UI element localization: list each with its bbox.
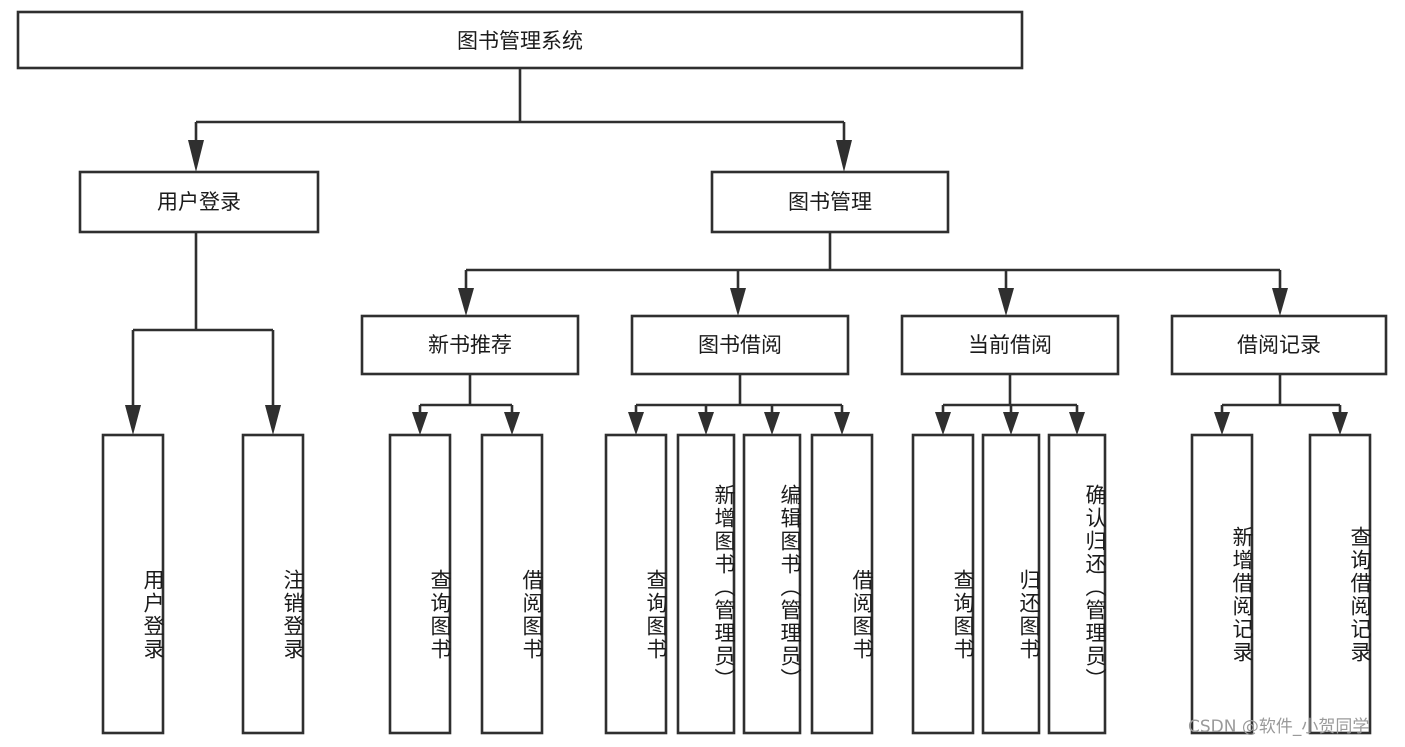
node-book-manage-box[interactable] <box>710 170 950 234</box>
connector-group-new-book-rec <box>412 374 520 435</box>
node-root[interactable]: 图书管理系统 <box>16 10 1024 70</box>
arrow-head-leaf-borrow-book-2 <box>834 412 850 435</box>
arrow-head-book-borrow <box>730 288 746 316</box>
leaf-box-add-book[interactable] <box>676 433 736 735</box>
node-user-login-label: 用户登录 <box>157 190 241 214</box>
node-borrow-record-box[interactable] <box>1170 314 1388 376</box>
leaf-box-borrow-book-1[interactable] <box>480 433 544 735</box>
arrow-head-leaf-user-login <box>125 405 141 435</box>
node-user-login-box[interactable] <box>78 170 320 234</box>
csdn-watermark: CSDN @软件_小贺同学 <box>1188 717 1370 737</box>
node-new-book-rec-label: 新书推荐 <box>428 333 512 357</box>
node-root-label: 图书管理系统 <box>457 29 583 53</box>
node-root-box[interactable] <box>16 10 1024 70</box>
node-book-borrow[interactable]: 图书借阅 <box>630 314 850 376</box>
node-book-manage[interactable]: 图书管理 <box>710 170 950 234</box>
arrow-head-leaf-confirm-return <box>1069 412 1085 435</box>
leaf-box-logout[interactable] <box>241 433 305 735</box>
connector-group-current-borrow <box>935 374 1085 435</box>
arrow-head-borrow-record <box>1272 288 1288 316</box>
leaf-box-query-record[interactable] <box>1308 433 1372 735</box>
arrow-head-leaf-borrow-book-1 <box>504 412 520 435</box>
connector-group-book-borrow <box>628 374 850 435</box>
node-new-book-rec-box[interactable] <box>360 314 580 376</box>
arrow-head-leaf-return-book <box>1003 412 1019 435</box>
leaf-box-return-book[interactable] <box>981 433 1041 735</box>
arrow-head-leaf-add-record <box>1214 412 1230 435</box>
node-book-manage-label: 图书管理 <box>788 190 872 214</box>
arrow-head-leaf-query-book-2 <box>628 412 644 435</box>
arrow-head-leaf-query-book-3 <box>935 412 951 435</box>
connector-group-user-login <box>125 232 281 435</box>
leaf-box-query-book-2[interactable] <box>604 433 668 735</box>
arrow-head-current-borrow <box>998 288 1014 316</box>
arrow-head-leaf-query-book-1 <box>412 412 428 435</box>
arrow-head-book-manage <box>836 140 852 172</box>
arrow-head-leaf-add-book <box>698 412 714 435</box>
leaf-box-borrow-book-2[interactable] <box>810 433 874 735</box>
arrow-head-leaf-logout <box>265 405 281 435</box>
leaf-box-confirm-return[interactable] <box>1047 433 1107 735</box>
node-book-borrow-box[interactable] <box>630 314 850 376</box>
arrow-head-user-login <box>188 140 204 172</box>
leaf-boxes <box>101 433 1372 735</box>
connector-group-book-manage <box>458 232 1288 316</box>
node-current-borrow-box[interactable] <box>900 314 1120 376</box>
arrow-head-leaf-query-record <box>1332 412 1348 435</box>
leaf-box-query-book-1[interactable] <box>388 433 452 735</box>
connector-group-root <box>188 68 852 172</box>
connector-group-borrow-record <box>1214 374 1348 435</box>
arrow-head-leaf-edit-book <box>764 412 780 435</box>
leaf-box-edit-book[interactable] <box>742 433 802 735</box>
node-borrow-record-label: 借阅记录 <box>1237 333 1321 357</box>
leaf-box-query-book-3[interactable] <box>911 433 975 735</box>
node-borrow-record[interactable]: 借阅记录 <box>1170 314 1388 376</box>
leaf-box-user-login[interactable] <box>101 433 165 735</box>
leaf-box-add-record[interactable] <box>1190 433 1254 735</box>
node-book-borrow-label: 图书借阅 <box>698 333 782 357</box>
node-current-borrow-label: 当前借阅 <box>968 333 1052 357</box>
arrow-head-new-book-rec <box>458 288 474 316</box>
node-user-login[interactable]: 用户登录 <box>78 170 320 234</box>
node-new-book-rec[interactable]: 新书推荐 <box>360 314 580 376</box>
node-current-borrow[interactable]: 当前借阅 <box>900 314 1120 376</box>
